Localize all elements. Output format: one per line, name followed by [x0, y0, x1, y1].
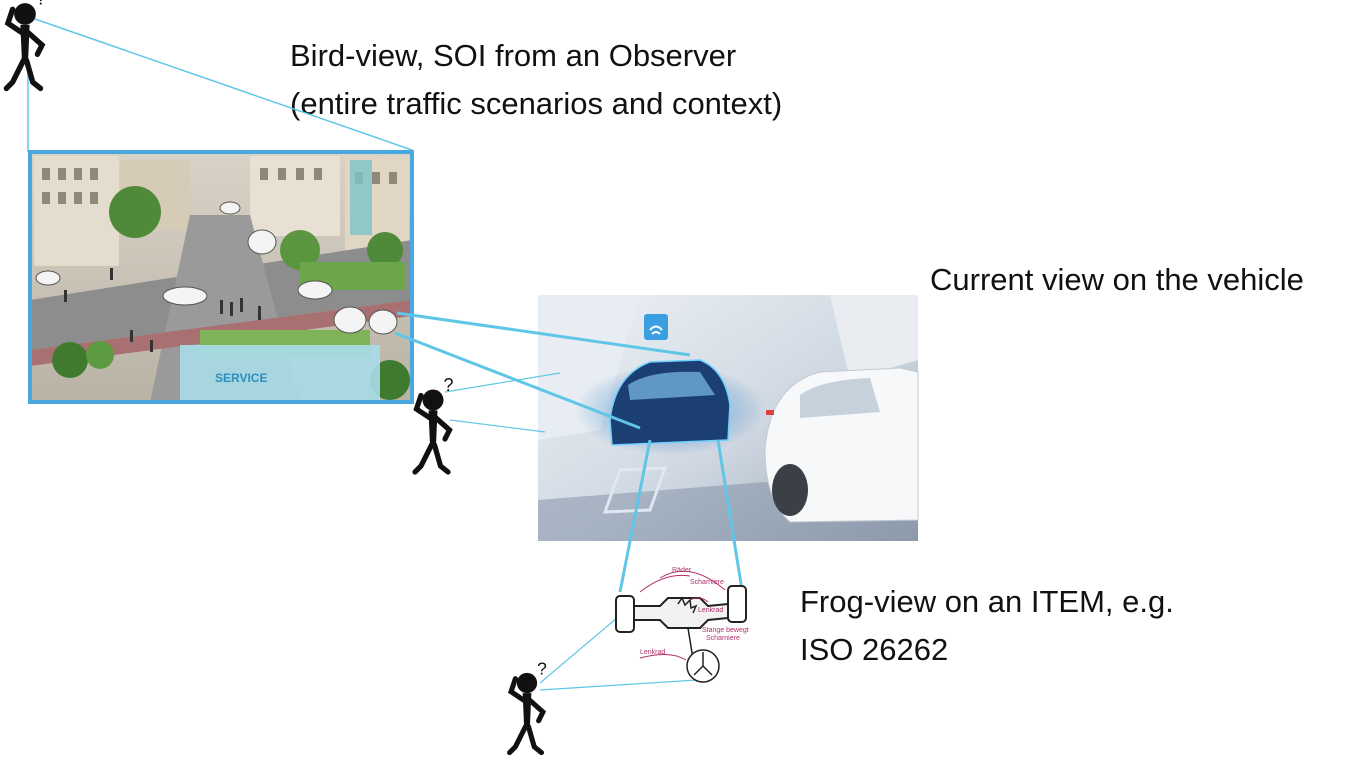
observer-three-sight-lines: [539, 611, 698, 691]
observer-bird-view-icon: [6, 0, 46, 88]
bird-view-sublabel: (entire traffic scenarios and context): [290, 86, 783, 121]
frog-view-label: Frog-view on an ITEM, e.g.: [800, 584, 1174, 619]
observer-item-view-icon: [510, 658, 548, 752]
svg-text:Scharniere: Scharniere: [706, 635, 740, 642]
svg-text:Lenkrad: Lenkrad: [698, 607, 723, 614]
observer-two-sight-lines: [444, 372, 561, 433]
svg-text:Stange bewegt: Stange bewegt: [702, 627, 749, 634]
service-sign-text: SERVICE: [215, 371, 267, 385]
svg-text:Räder: Räder: [672, 567, 692, 574]
bird-view-sight-lines: [27, 17, 413, 152]
observer-vehicle-view-icon: [415, 375, 454, 472]
item-view-sight-lines: [618, 439, 744, 593]
bird-view-frame: [28, 150, 414, 404]
current-view-label: Current view on the vehicle: [930, 262, 1304, 297]
frog-view-sublabel: ISO 26262: [800, 632, 949, 667]
city-traffic-image: SERVICE: [30, 152, 412, 402]
bird-view-label: Bird-view, SOI from an Observer: [290, 38, 737, 73]
svg-text:Scharniere: Scharniere: [690, 579, 724, 586]
steering-item-sketch: Räder Scharniere Lenkrad Stange bewegt S…: [615, 567, 749, 683]
svg-text:Lenkrad: Lenkrad: [640, 649, 665, 656]
